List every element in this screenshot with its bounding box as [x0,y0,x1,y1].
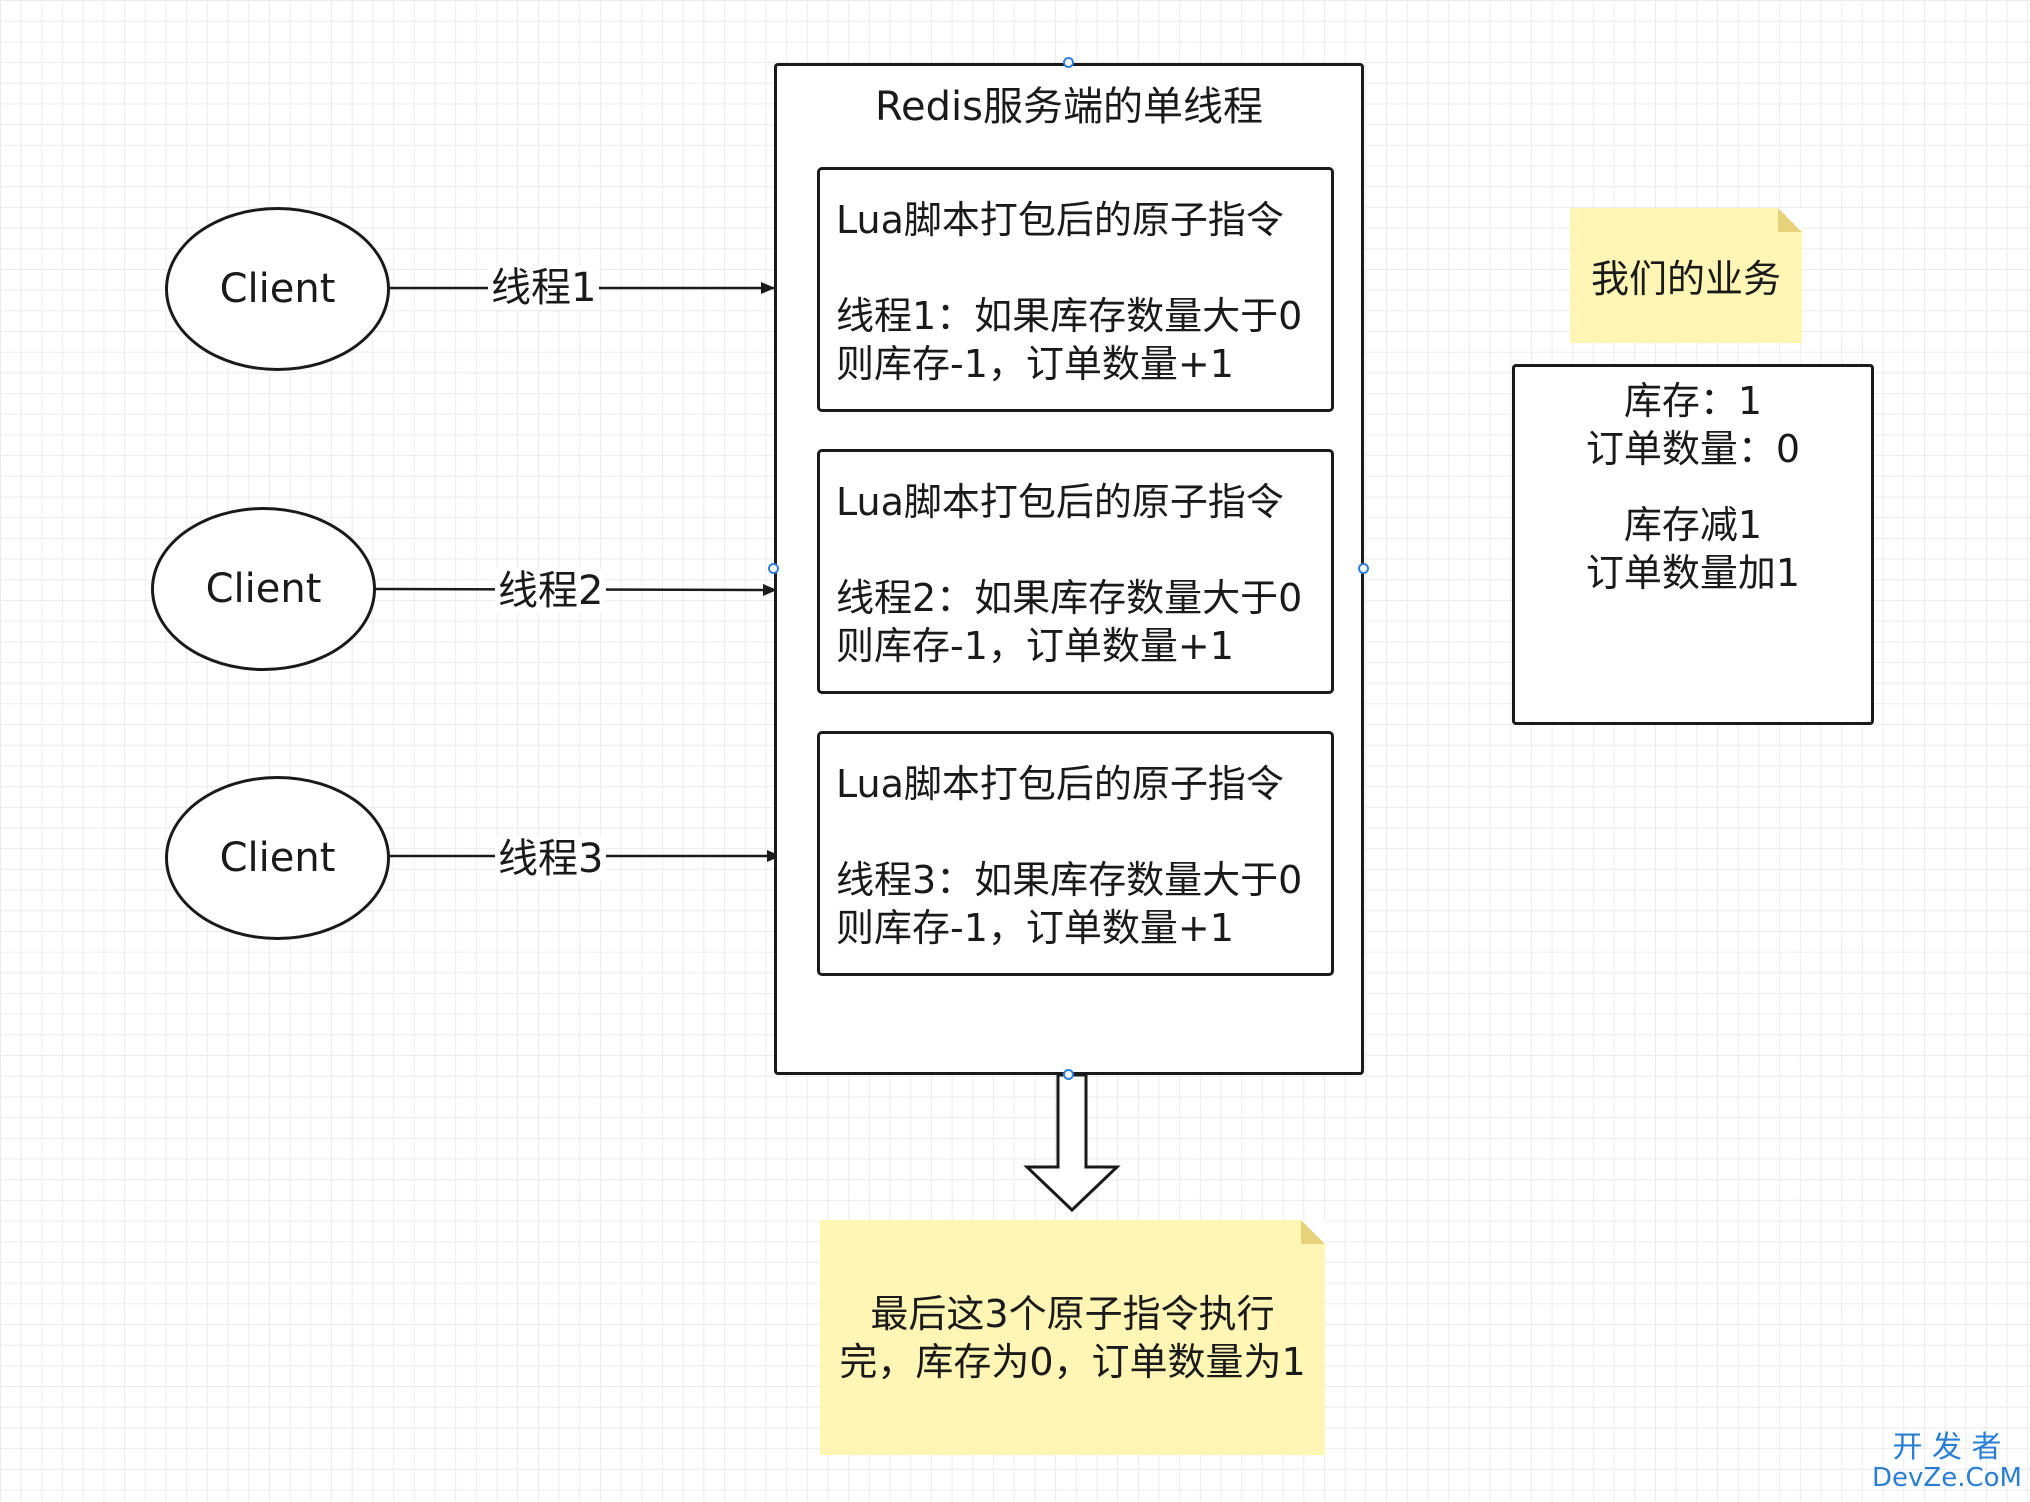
business-state-box[interactable]: 库存：1 订单数量：0 库存减1 订单数量加1 [1512,364,1874,725]
edge-label-thread-2: 线程2 [495,569,607,613]
resize-handle-bottom[interactable] [1063,1069,1074,1080]
block-heading: Lua脚本打包后的原子指令 [836,198,1284,242]
block-line-2: 则库存-1，订单数量+1 [836,342,1234,386]
server-title: Redis服务端的单线程 [875,84,1263,130]
redis-server-container[interactable]: Redis服务端的单线程 Lua脚本打包后的原子指令 线程1：如果库存数量大于0… [774,63,1364,1075]
block-line-2: 则库存-1，订单数量+1 [836,906,1234,950]
watermark-line-1: 开 发 者 [1892,1430,2002,1465]
watermark-logo: 开 发 者 DevZe.CoM [1872,1430,2022,1493]
atomic-block-2[interactable]: Lua脚本打包后的原子指令 线程2：如果库存数量大于0 则库存-1，订单数量+1 [817,449,1334,694]
business-note[interactable]: 我们的业务 [1570,208,1802,343]
client-node-1[interactable]: Client [165,207,390,371]
rule-order-increment: 订单数量加1 [1585,551,1801,595]
result-note[interactable]: 最后这3个原子指令执行 完，库存为0，订单数量为1 [820,1220,1325,1455]
block-heading: Lua脚本打包后的原子指令 [836,762,1284,806]
rule-stock-decrement: 库存减1 [1623,503,1763,547]
client-label: Client [219,266,336,312]
stock-value: 库存：1 [1623,379,1763,423]
result-line-1: 最后这3个原子指令执行 [870,1291,1275,1336]
result-block-arrow [1023,1073,1121,1213]
client-label: Client [219,835,336,881]
block-line-2: 则库存-1，订单数量+1 [836,624,1234,668]
block-heading: Lua脚本打包后的原子指令 [836,480,1284,524]
business-note-text: 我们的业务 [1590,257,1781,301]
resize-handle-right[interactable] [1358,563,1369,574]
client-label: Client [205,566,322,612]
note-fold-corner [1301,1220,1325,1244]
atomic-block-1[interactable]: Lua脚本打包后的原子指令 线程1：如果库存数量大于0 则库存-1，订单数量+1 [817,167,1334,412]
watermark-line-2: DevZe.CoM [1872,1463,2022,1493]
resize-handle-left[interactable] [768,563,779,574]
resize-handle-top[interactable] [1063,57,1074,68]
edge-label-thread-1: 线程1 [488,266,600,310]
block-line-1: 线程3：如果库存数量大于0 [836,858,1303,902]
order-count-value: 订单数量：0 [1585,427,1801,471]
client-node-2[interactable]: Client [151,507,376,671]
result-line-2: 完，库存为0，订单数量为1 [839,1339,1306,1384]
block-line-1: 线程2：如果库存数量大于0 [836,576,1303,620]
edge-label-thread-3: 线程3 [495,837,607,881]
client-node-3[interactable]: Client [165,776,390,940]
atomic-block-3[interactable]: Lua脚本打包后的原子指令 线程3：如果库存数量大于0 则库存-1，订单数量+1 [817,731,1334,976]
note-fold-corner [1778,208,1802,232]
block-line-1: 线程1：如果库存数量大于0 [836,294,1303,338]
